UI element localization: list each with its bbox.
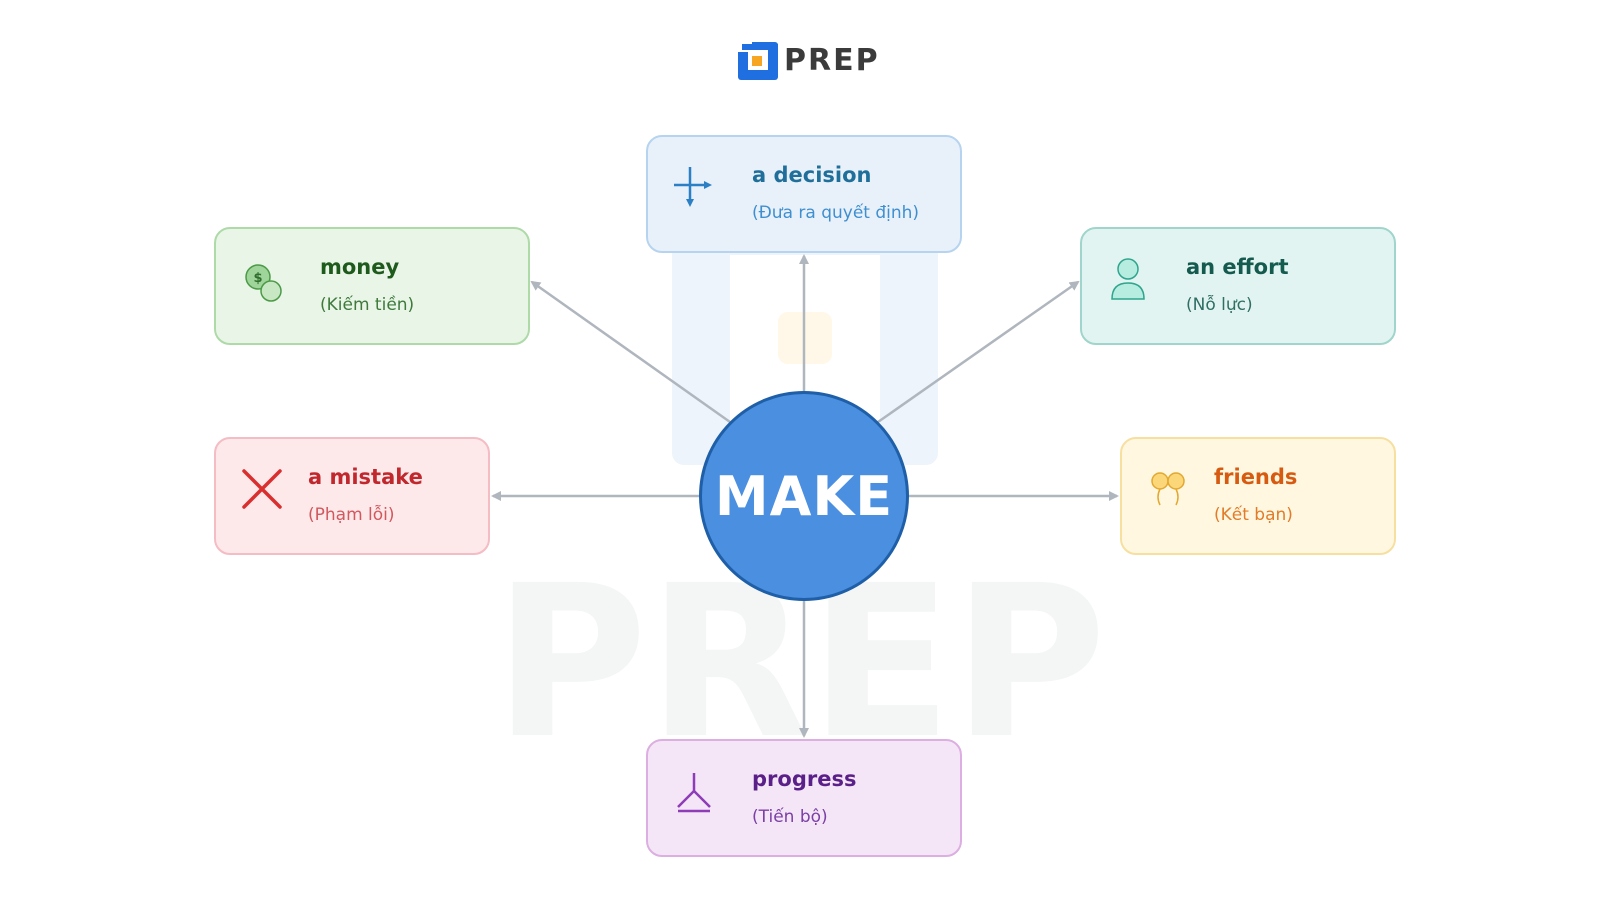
term-friends: friends xyxy=(1214,465,1298,489)
hanger-icon xyxy=(677,773,711,813)
center-label: MAKE xyxy=(714,464,894,528)
node-friends: friends (Kết bạn) xyxy=(1120,437,1396,555)
term-progress: progress xyxy=(752,767,857,791)
meaning-effort: (Nỗ lực) xyxy=(1186,295,1253,315)
person-icon xyxy=(1111,258,1145,300)
node-money: $ money (Kiếm tiền) xyxy=(214,227,530,345)
meaning-money: (Kiếm tiền) xyxy=(320,295,415,315)
term-decision: a decision xyxy=(752,163,872,187)
meaning-decision: (Đưa ra quyết định) xyxy=(752,203,920,223)
meaning-friends: (Kết bạn) xyxy=(1214,505,1293,525)
prep-logo-text: PREP xyxy=(784,42,880,78)
node-mistake: a mistake (Phạm lỗi) xyxy=(214,437,490,555)
prep-logo-icon xyxy=(738,40,778,80)
x-mark-icon xyxy=(242,469,282,509)
prep-logo: PREP xyxy=(738,40,880,80)
crosshair-arrow-icon xyxy=(674,167,712,207)
node-decision: a decision (Đưa ra quyết định) xyxy=(646,135,962,253)
node-progress: progress (Tiến bộ) xyxy=(646,739,962,857)
term-effort: an effort xyxy=(1186,255,1289,279)
term-mistake: a mistake xyxy=(308,465,423,489)
center-node-make: MAKE xyxy=(699,391,909,601)
meaning-progress: (Tiến bộ) xyxy=(752,807,828,827)
coins-icon: $ xyxy=(245,264,282,302)
arrow-to-effort xyxy=(877,280,1080,424)
balloons-icon xyxy=(1151,472,1185,506)
svg-text:$: $ xyxy=(253,271,262,286)
arrow-to-money xyxy=(530,280,731,424)
node-effort: an effort (Nỗ lực) xyxy=(1080,227,1396,345)
term-money: money xyxy=(320,255,400,279)
meaning-mistake: (Phạm lỗi) xyxy=(308,505,395,525)
